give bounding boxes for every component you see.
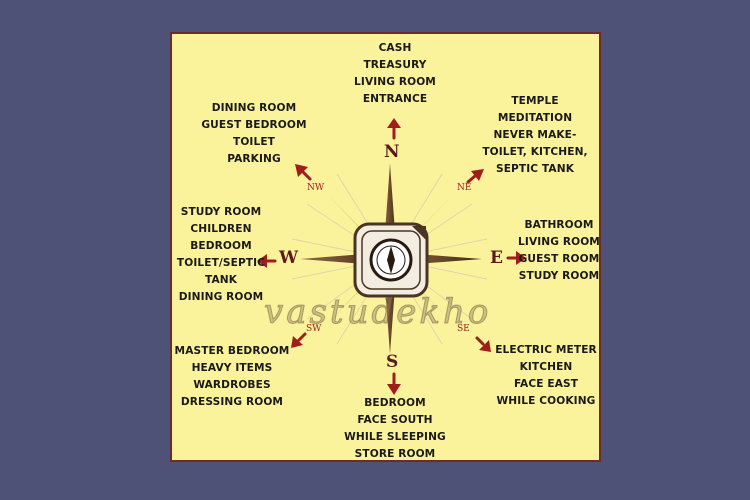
zone-southwest: MASTER BEDROOM HEAVY ITEMS WARDROBES DRE… — [174, 343, 290, 411]
zone-east-line: GUEST ROOM — [518, 253, 600, 265]
zone-north-line: ENTRANCE — [362, 93, 428, 105]
zone-southeast: ELECTRIC METER KITCHEN FACE EAST WHILE C… — [490, 342, 599, 410]
direction-label-sw: SW — [306, 324, 322, 334]
zone-east-line: LIVING ROOM — [518, 236, 600, 248]
vastu-direction-chart: vastudekho N S E W NE NW SE SW CASH TREA… — [170, 32, 601, 462]
zone-northeast-line: NEVER MAKE- — [493, 129, 577, 141]
direction-label-s: S — [386, 352, 399, 372]
direction-label-w: W — [279, 248, 299, 268]
arrow-south-head — [387, 384, 401, 395]
zone-north-line: LIVING ROOM — [354, 76, 436, 88]
arrow-southeast-head — [479, 340, 491, 352]
zone-west-line: BEDROOM — [190, 240, 252, 252]
zone-west-line: TANK — [204, 274, 238, 286]
arrow-west-head — [257, 254, 267, 268]
zone-southeast-line: FACE EAST — [513, 378, 579, 390]
zone-northeast-line: SEPTIC TANK — [495, 163, 575, 175]
zone-south-line: STORE ROOM — [354, 448, 436, 460]
zone-northeast-line: TEMPLE — [511, 95, 559, 107]
direction-label-n: N — [384, 142, 400, 162]
direction-label-ne: NE — [457, 183, 472, 193]
compass-rose — [257, 118, 526, 395]
arrow-southwest — [297, 332, 307, 342]
direction-arrows — [257, 118, 526, 395]
compass-center-icon — [353, 222, 429, 298]
arrow-southeast — [475, 336, 485, 346]
watermark-logo: vastudekho — [263, 292, 492, 333]
zone-west-line: TOILET/SEPTIC — [176, 257, 266, 269]
zone-north-line: CASH — [378, 42, 412, 54]
zone-northeast: TEMPLE MEDITATION NEVER MAKE- TOILET, KI… — [477, 93, 593, 178]
zone-northeast-line: TOILET, KITCHEN, — [482, 146, 588, 158]
zone-south: BEDROOM FACE SOUTH WHILE SLEEPING STORE … — [335, 395, 455, 460]
arrow-northwest — [301, 170, 312, 181]
zone-northwest: DINING ROOM GUEST BEDROOM TOILET PARKING — [200, 100, 308, 168]
arrow-east-head — [516, 251, 526, 265]
zone-east: BATHROOM LIVING ROOM GUEST ROOM STUDY RO… — [514, 217, 600, 285]
arrow-northeast-head — [471, 169, 484, 181]
zone-southeast-line: WHILE COOKING — [496, 395, 596, 407]
zone-west-line: CHILDREN — [190, 223, 252, 235]
arrow-north-head — [387, 118, 401, 128]
direction-label-nw: NW — [307, 183, 325, 193]
zone-south-line: WHILE SLEEPING — [344, 431, 446, 443]
zone-southeast-line: ELECTRIC METER — [495, 344, 597, 356]
zone-northwest-line: DINING ROOM — [211, 102, 297, 114]
direction-label-e: E — [490, 248, 503, 268]
zone-west-line: STUDY ROOM — [180, 206, 262, 218]
zone-north: CASH TREASURY LIVING ROOM ENTRANCE — [335, 40, 455, 108]
arrow-northeast — [466, 174, 477, 184]
zone-east-line: STUDY ROOM — [518, 270, 600, 282]
arrow-southwest-head — [291, 336, 303, 348]
arrow-northwest-head — [295, 164, 308, 177]
zone-north-line: TREASURY — [363, 59, 427, 71]
zone-southwest-line: WARDROBES — [193, 379, 271, 391]
zone-northwest-line: GUEST BEDROOM — [201, 119, 307, 131]
zone-southwest-line: HEAVY ITEMS — [191, 362, 273, 374]
zone-west-line: DINING ROOM — [178, 291, 264, 303]
zone-east-line: BATHROOM — [524, 219, 594, 231]
zone-southwest-line: DRESSING ROOM — [180, 396, 284, 408]
zone-south-line: BEDROOM — [364, 397, 426, 409]
zone-northwest-line: TOILET — [233, 136, 275, 148]
direction-label-se: SE — [457, 324, 470, 334]
zone-southwest-line: MASTER BEDROOM — [174, 345, 290, 357]
zone-west: STUDY ROOM CHILDREN BEDROOM TOILET/SEPTI… — [176, 204, 266, 306]
zone-northeast-line: MEDITATION — [497, 112, 573, 124]
zone-northwest-line: PARKING — [227, 153, 281, 165]
zone-south-line: FACE SOUTH — [357, 414, 433, 426]
zone-southeast-line: KITCHEN — [519, 361, 573, 373]
